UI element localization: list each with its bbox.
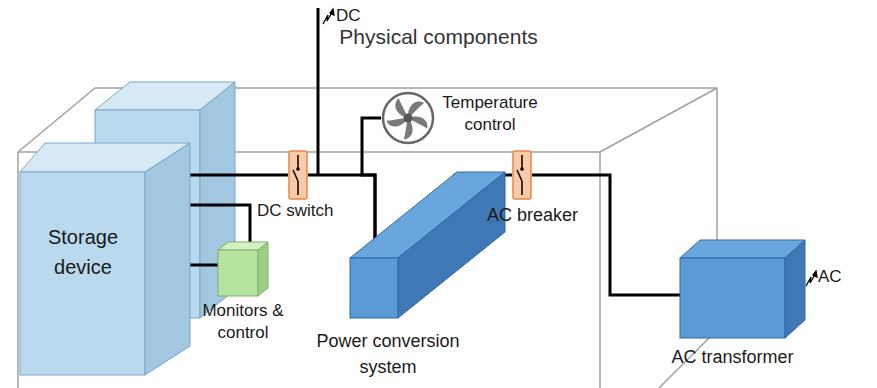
node-label: AC transformer	[670, 346, 795, 369]
ac-transformer: AC transformer	[680, 258, 785, 338]
wire	[190, 205, 250, 242]
node-label: Temperature control	[430, 92, 550, 136]
switch-icon	[288, 150, 308, 200]
power-conversion-box: Power conversion system	[350, 258, 398, 318]
dc-output-wire	[317, 8, 320, 175]
terminal-label: AC	[818, 267, 858, 287]
terminal-label: DC	[336, 6, 376, 26]
dc-switch: DC switch	[288, 150, 308, 200]
wire	[190, 174, 288, 177]
ac-terminal-symbol	[806, 271, 817, 286]
node-label: AC breaker	[487, 204, 597, 227]
dc-terminal-symbol	[323, 9, 334, 24]
ac-breaker: AC breaker	[512, 150, 532, 200]
wire	[532, 175, 680, 295]
node-label: Power conversion system	[298, 328, 478, 380]
transformer-box	[680, 258, 785, 338]
diagram-title: Physical components	[0, 24, 877, 49]
fan-icon	[381, 91, 435, 145]
monitor-box: Monitors & control	[218, 242, 268, 296]
monitor-cube	[218, 242, 268, 296]
node-label: DC switch	[257, 200, 352, 222]
node-label: Storage device	[23, 222, 143, 282]
storage-device: Storage device	[20, 143, 190, 375]
node-label: Monitors & control	[190, 300, 296, 344]
wire	[190, 264, 218, 267]
switch-icon	[512, 150, 532, 200]
enclosure-outline	[18, 88, 717, 388]
temperature-fan: Temperature control	[381, 91, 435, 145]
pcs-box	[350, 258, 398, 318]
